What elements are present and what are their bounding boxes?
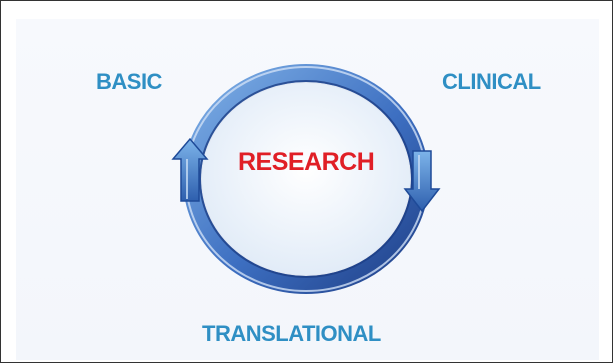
label-clinical: CLINICAL: [442, 69, 541, 94]
label-basic: BASIC: [96, 69, 162, 94]
label-research: RESEARCH: [238, 148, 375, 176]
left-arrow-icon: [171, 137, 209, 202]
cycle-ring-icon: [171, 64, 441, 294]
right-arrow-icon: [403, 150, 441, 213]
label-translational: TRANSLATIONAL: [202, 321, 381, 346]
